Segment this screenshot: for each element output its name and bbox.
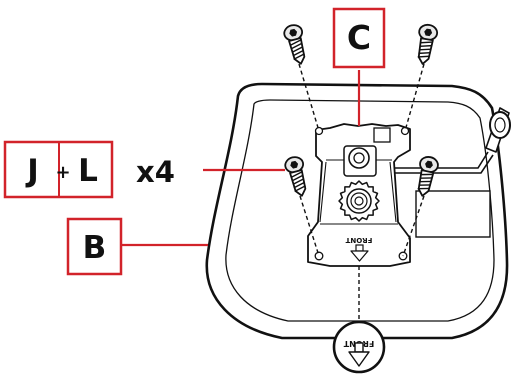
screw-rear-left (283, 24, 306, 65)
arrow-down-icon (348, 342, 370, 367)
screw-rear-right (417, 23, 439, 65)
seat-label-plate (415, 190, 491, 238)
callout-c: C (332, 7, 386, 126)
tilt-mechanism: FRONT (307, 123, 411, 267)
callout-c-letter: C (347, 18, 371, 57)
mechanism-front-arrow-icon (350, 244, 369, 262)
screws (283, 23, 439, 197)
callout-screw-quantity: x4 (136, 155, 175, 189)
tension-knob (338, 180, 380, 222)
callout-screws: J + L x4 (3, 140, 285, 199)
screw-front-left (284, 156, 307, 197)
callout-b-letter: B (83, 230, 107, 266)
callout-b: B (66, 217, 208, 276)
mechanism-hole-front-right (400, 126, 410, 136)
mechanism-hole-front-left (314, 126, 324, 136)
screw-front-right (417, 156, 439, 197)
front-badge: FRONT (332, 320, 386, 374)
mechanism-front-label: FRONT (345, 236, 372, 244)
mechanism-hole-rear-left (314, 251, 324, 261)
alignment-lines (298, 63, 425, 326)
mechanism-hole-rear-right (398, 251, 408, 261)
callout-screw-l: L (78, 153, 98, 189)
callout-screw-j: J (25, 153, 39, 189)
lever-handle (381, 107, 511, 174)
callout-screw-joiner: + (55, 162, 70, 183)
